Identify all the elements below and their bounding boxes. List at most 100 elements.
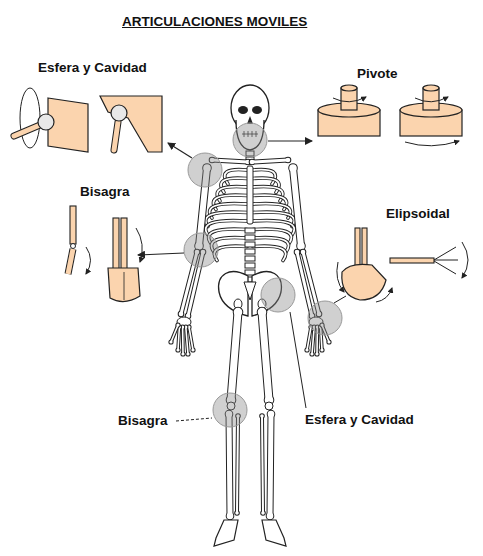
bone-end xyxy=(327,340,330,343)
rotation-arrow xyxy=(462,242,468,278)
hinge-bar-outline xyxy=(68,249,73,274)
bone-end xyxy=(297,242,305,250)
pelvis xyxy=(219,272,248,316)
hinge-pin xyxy=(71,244,76,249)
bone-end xyxy=(268,411,275,418)
rotation-arrow xyxy=(86,247,91,274)
bone-outline xyxy=(297,252,312,316)
bone xyxy=(266,410,276,521)
bone-end xyxy=(235,511,239,515)
joint-circle xyxy=(213,393,247,427)
rib-outline xyxy=(253,246,286,260)
ball xyxy=(111,105,127,121)
bone-end xyxy=(226,512,235,521)
joint-circle xyxy=(184,233,218,267)
bone-fill xyxy=(189,327,193,350)
bone-end xyxy=(181,352,184,355)
bone-outline xyxy=(171,325,178,342)
bone-end xyxy=(169,340,172,343)
rib-outline xyxy=(214,246,247,260)
bone-end xyxy=(310,352,313,355)
rotation-arrow xyxy=(136,228,142,262)
bone-fill xyxy=(297,252,312,316)
hinge-bar xyxy=(70,206,76,244)
vertebra xyxy=(245,270,255,275)
bone xyxy=(257,307,275,406)
bone-end xyxy=(295,250,300,255)
bone-end xyxy=(258,308,267,317)
rotation-ring xyxy=(20,88,40,148)
bone-outline xyxy=(237,416,238,513)
bone-end xyxy=(176,323,179,326)
bone-outline xyxy=(293,168,301,246)
motion-lines xyxy=(434,247,458,274)
bone-end xyxy=(261,511,265,515)
joint-bar xyxy=(390,258,434,263)
vertebra xyxy=(245,263,255,268)
bone-fill xyxy=(262,312,269,400)
joint-circle xyxy=(188,153,222,187)
rib xyxy=(214,246,247,260)
sacrum xyxy=(244,282,256,300)
bone-outline xyxy=(181,327,185,354)
bone-fill xyxy=(178,327,179,350)
pointers xyxy=(138,141,346,421)
bone-fill xyxy=(252,160,288,162)
bone-outline xyxy=(262,312,269,400)
bone-end xyxy=(266,512,275,521)
skeleton xyxy=(168,85,331,546)
finger-line xyxy=(124,272,125,300)
rotation-arrow xyxy=(376,288,392,302)
joint-type-label: Esfera y Cavidad xyxy=(38,60,147,76)
pivot-peg-top xyxy=(423,85,439,91)
bone-fill xyxy=(186,327,188,354)
joint-circle xyxy=(308,301,342,335)
bone-end xyxy=(260,414,264,418)
bone-end xyxy=(250,160,255,165)
pointer-arrow xyxy=(138,253,184,255)
bone-fill xyxy=(231,312,238,400)
rod-outline xyxy=(114,122,118,150)
bone xyxy=(226,307,244,406)
bone-outline xyxy=(270,414,271,516)
bone-end xyxy=(286,158,291,163)
bone-fill xyxy=(262,416,263,513)
rod xyxy=(14,125,40,136)
bone xyxy=(234,413,241,516)
bone-fill xyxy=(229,414,230,516)
pointer-arrow xyxy=(268,140,312,141)
rotation-arrow xyxy=(333,97,366,102)
socket-block xyxy=(100,96,162,152)
hand-shape xyxy=(342,264,386,300)
foot xyxy=(262,520,286,546)
joint-type-label: Bisagra xyxy=(118,413,168,429)
bone-end xyxy=(191,348,194,351)
bone-outline xyxy=(189,327,193,350)
bone-end xyxy=(289,164,297,172)
bone-outline xyxy=(262,416,263,513)
ball xyxy=(38,114,54,130)
ball-socket-illustration xyxy=(14,88,162,152)
bone-outline xyxy=(178,327,179,350)
joint-circle xyxy=(261,278,295,312)
vertebra xyxy=(245,249,255,254)
bone xyxy=(288,163,306,251)
joint-circle xyxy=(233,123,267,157)
hinge-illustration xyxy=(68,206,142,302)
eye-socket xyxy=(252,106,262,114)
joint-markers xyxy=(184,123,342,427)
rotation-arrow xyxy=(415,97,448,102)
bone-end xyxy=(301,250,306,255)
sternum xyxy=(247,166,253,224)
pivot-illustration xyxy=(318,85,462,146)
joint-bar xyxy=(355,228,360,268)
foot xyxy=(214,520,238,546)
bone-fill xyxy=(307,327,311,350)
bone-end xyxy=(186,352,189,355)
joint-type-label: Esfera y Cavidad xyxy=(305,412,414,428)
vertebra xyxy=(245,228,255,233)
pivot-peg-top xyxy=(341,85,357,91)
bone-fill xyxy=(270,414,271,516)
diagram-title: ARTICULACIONES MOVILES xyxy=(122,14,307,30)
